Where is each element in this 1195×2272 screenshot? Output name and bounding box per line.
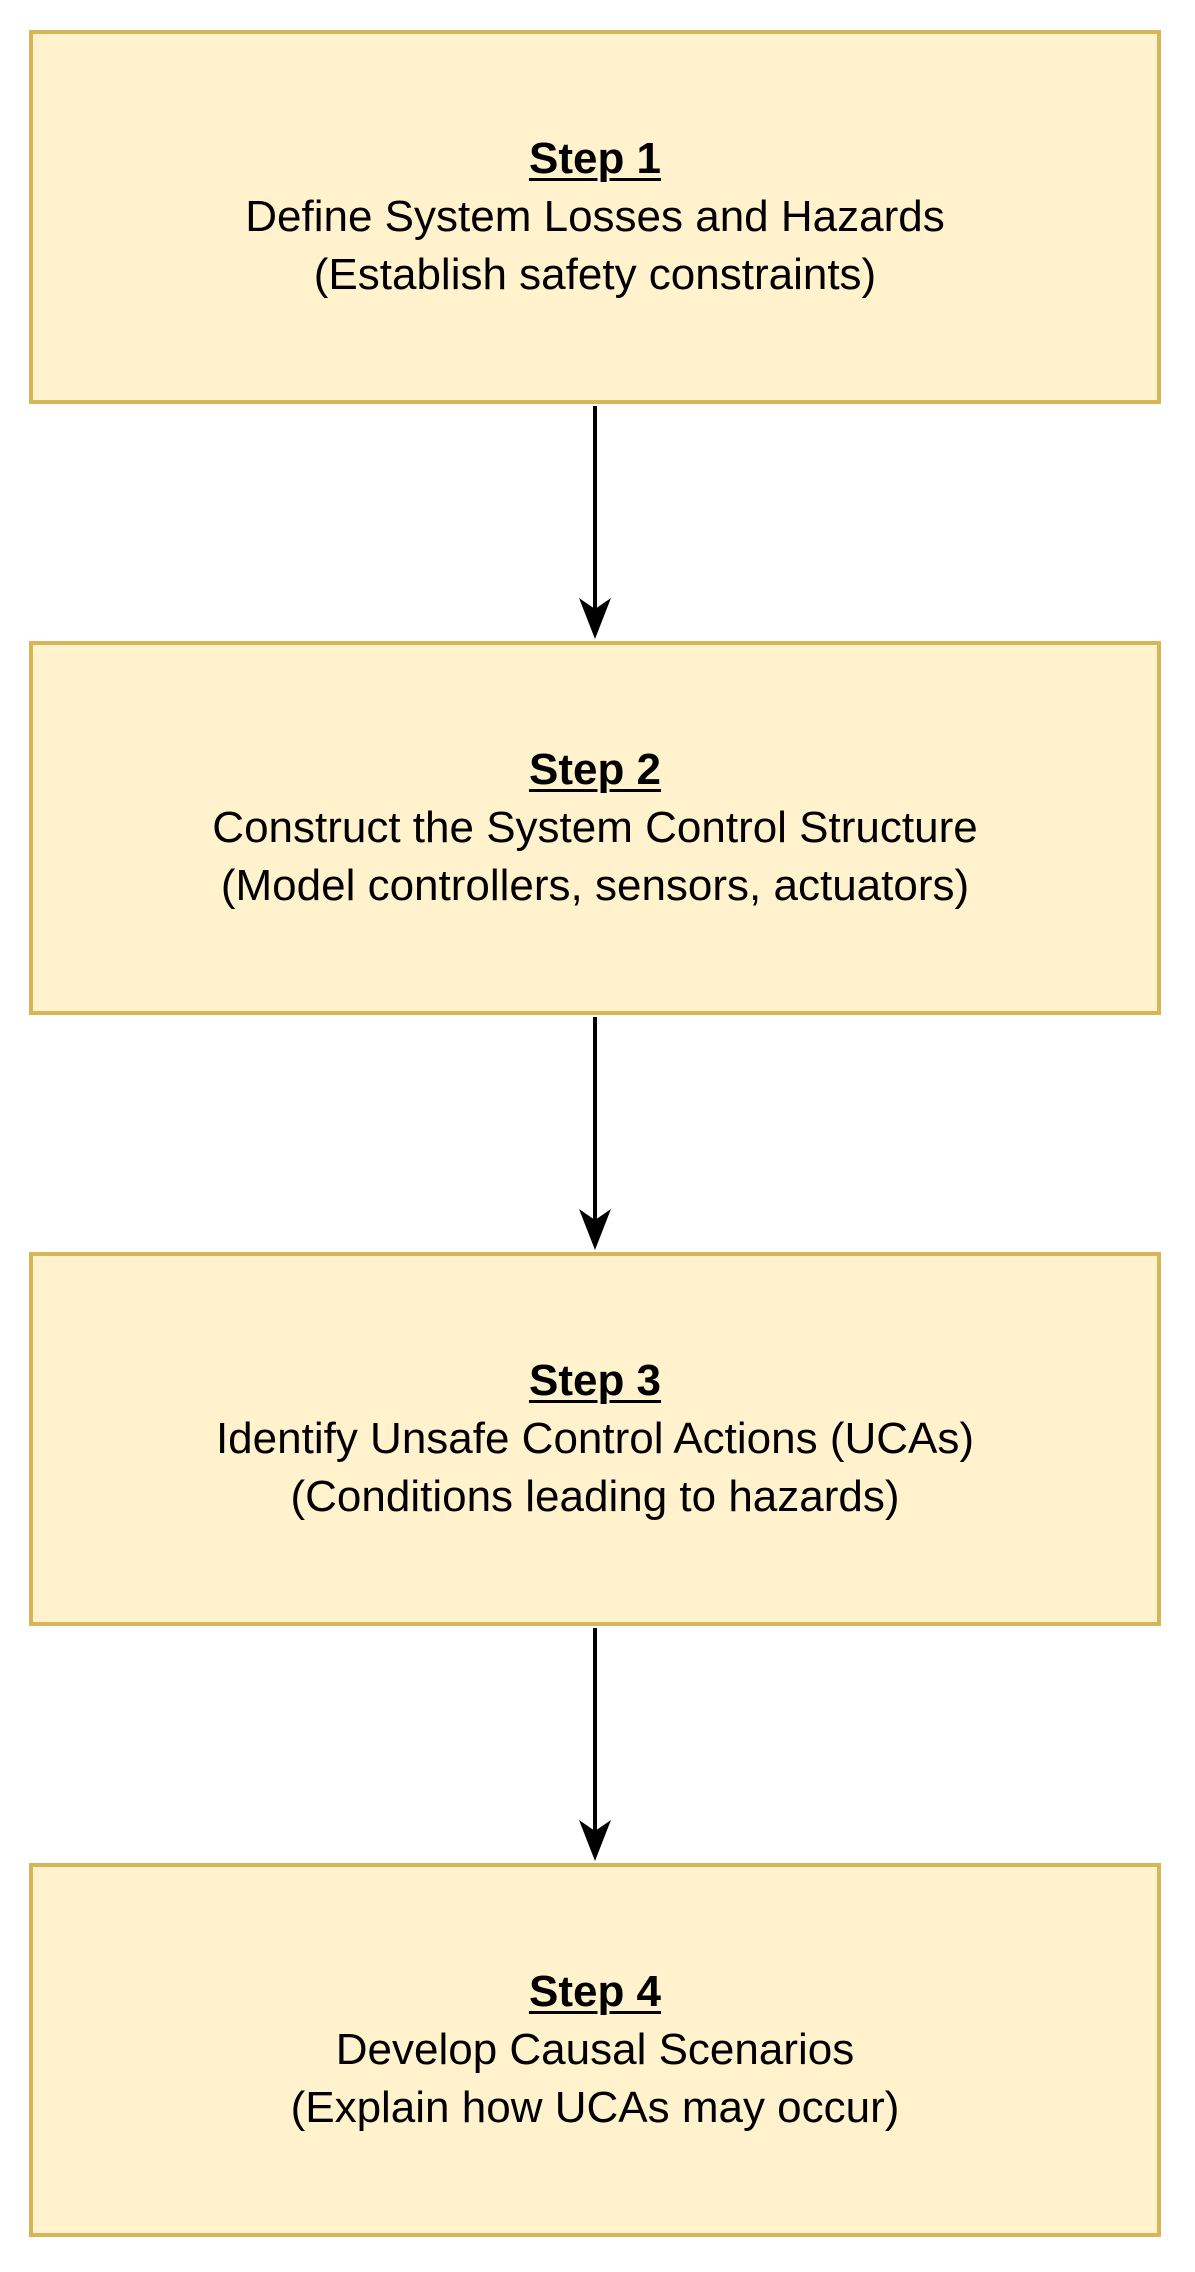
step-2-heading: Construct the System Control Structure: [212, 803, 978, 852]
arrow-step-3-to-4: [579, 1628, 611, 1861]
step-4-note: (Explain how UCAs may occur): [290, 2083, 900, 2132]
arrow-2-head: [579, 1209, 611, 1250]
step-3-heading: Identify Unsafe Control Actions (UCAs): [215, 1414, 975, 1463]
step-2-note: (Model controllers, sensors, actuators): [220, 861, 970, 910]
step-3-title: Step 3: [528, 1356, 662, 1405]
step-1-note: (Establish safety constraints): [313, 250, 877, 299]
arrow-1-head: [579, 598, 611, 639]
step-4-title: Step 4: [528, 1967, 662, 2016]
step-1-heading: Define System Losses and Hazards: [245, 192, 945, 241]
arrow-3-head: [579, 1820, 611, 1861]
step-3-box: Step 3 Identify Unsafe Control Actions (…: [29, 1252, 1161, 1626]
step-1-box: Step 1 Define System Losses and Hazards …: [29, 30, 1161, 404]
step-1-title: Step 1: [528, 134, 662, 183]
step-4-heading: Develop Causal Scenarios: [335, 2025, 855, 2074]
step-4-box: Step 4 Develop Causal Scenarios (Explain…: [29, 1863, 1161, 2237]
step-2-title: Step 2: [528, 745, 662, 794]
arrow-step-2-to-3: [579, 1017, 611, 1250]
arrow-step-1-to-2: [579, 406, 611, 639]
step-3-note: (Conditions leading to hazards): [290, 1472, 900, 1521]
step-2-box: Step 2 Construct the System Control Stru…: [29, 641, 1161, 1015]
